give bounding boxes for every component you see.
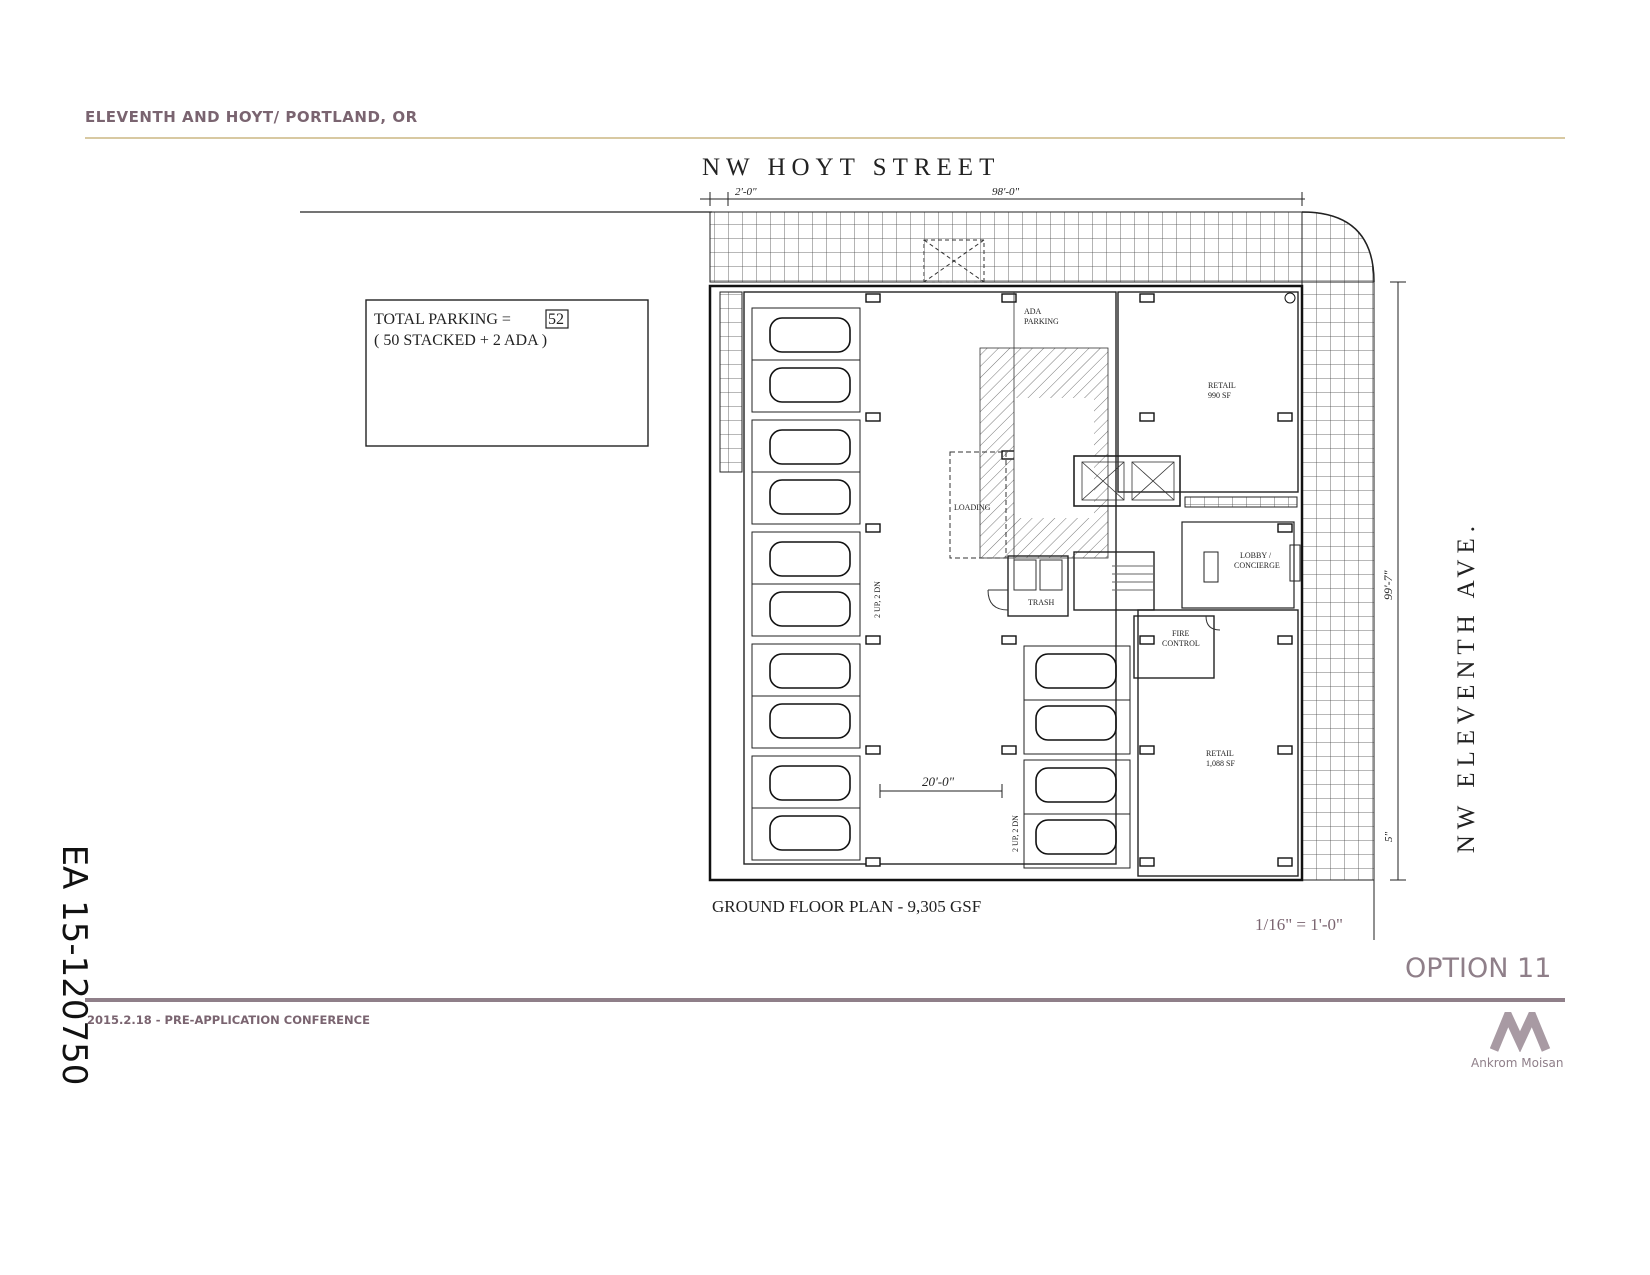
sidewalk-east	[1301, 281, 1375, 881]
file-number: EA 15-120750	[54, 845, 94, 1086]
east-cars	[1035, 653, 1117, 855]
lobby-label: LOBBY /	[1240, 551, 1272, 560]
stack-note-east: 2 UP, 2 DN	[1011, 815, 1020, 852]
street-east-label: NW ELEVENTH AVE.	[1453, 520, 1480, 853]
retail-north	[1117, 291, 1299, 493]
garage-perimeter	[743, 291, 1117, 865]
retail-north-label: RETAIL	[1208, 381, 1236, 390]
dim-setback: 5"	[1383, 832, 1395, 843]
footer-rule	[85, 998, 1565, 1002]
parking-summary-box	[365, 299, 649, 447]
stack-note-west: 2 UP, 2 DN	[873, 581, 882, 618]
lobby	[1181, 521, 1295, 609]
dim-frontage: 98'-0"	[992, 186, 1020, 198]
trash-label: TRASH	[1028, 598, 1054, 607]
retail-north-area: 990 SF	[1208, 391, 1231, 400]
retail-south-area: 1,088 SF	[1206, 759, 1235, 768]
retail-south-label: RETAIL	[1206, 749, 1234, 758]
trash-room	[1007, 555, 1069, 617]
stair	[1073, 551, 1155, 611]
sidewalk-corner	[1301, 211, 1375, 283]
loading-zone	[949, 451, 1007, 559]
sidewalk-north	[709, 211, 1303, 283]
scale-note: 1/16" = 1'-0"	[1255, 915, 1343, 934]
ada-label: ADA	[1024, 307, 1042, 316]
dim-aisle: 20'-0"	[922, 774, 955, 789]
west-cars	[769, 317, 851, 851]
fire-control-room	[1133, 615, 1215, 679]
dim-depth: 99'-7"	[1381, 569, 1395, 600]
curb-corner	[1301, 211, 1375, 283]
garage-ramp	[719, 291, 743, 473]
ada-label-2: PARKING	[1024, 317, 1059, 326]
fire-label-2: CONTROL	[1162, 639, 1200, 648]
parking-breakdown: ( 50 STACKED + 2 ADA )	[374, 332, 547, 349]
header-rule	[85, 137, 1565, 139]
building-outline	[708, 284, 1304, 882]
parking-total-label: TOTAL PARKING =	[374, 311, 511, 328]
east-parking-bays	[1023, 645, 1131, 869]
lobby-label-2: CONCIERGE	[1234, 561, 1280, 570]
retail-south	[1137, 609, 1299, 877]
dim-sidewalk: 2'-0"	[735, 186, 757, 198]
street-north-label: NW HOYT STREET	[702, 154, 1000, 181]
fire-label: FIRE	[1172, 629, 1189, 638]
west-parking-bays	[751, 307, 861, 861]
option-label: OPTION 11	[1405, 953, 1552, 984]
file-number-text: EA 15-120750	[54, 844, 94, 1086]
project-title: ELEVENTH AND HOYT/ PORTLAND, OR	[85, 108, 418, 126]
elevator-core	[1073, 455, 1181, 507]
conference-note: 2015.2.18 - PRE-APPLICATION CONFERENCE	[87, 1013, 370, 1027]
firm-name: Ankrom Moisan	[1471, 1056, 1564, 1070]
parking-total-value: 52	[548, 311, 564, 328]
firm-logo-icon	[1490, 1012, 1551, 1052]
loading-label: LOADING	[954, 503, 991, 512]
plan-title: GROUND FLOOR PLAN - 9,305 GSF	[712, 897, 981, 916]
